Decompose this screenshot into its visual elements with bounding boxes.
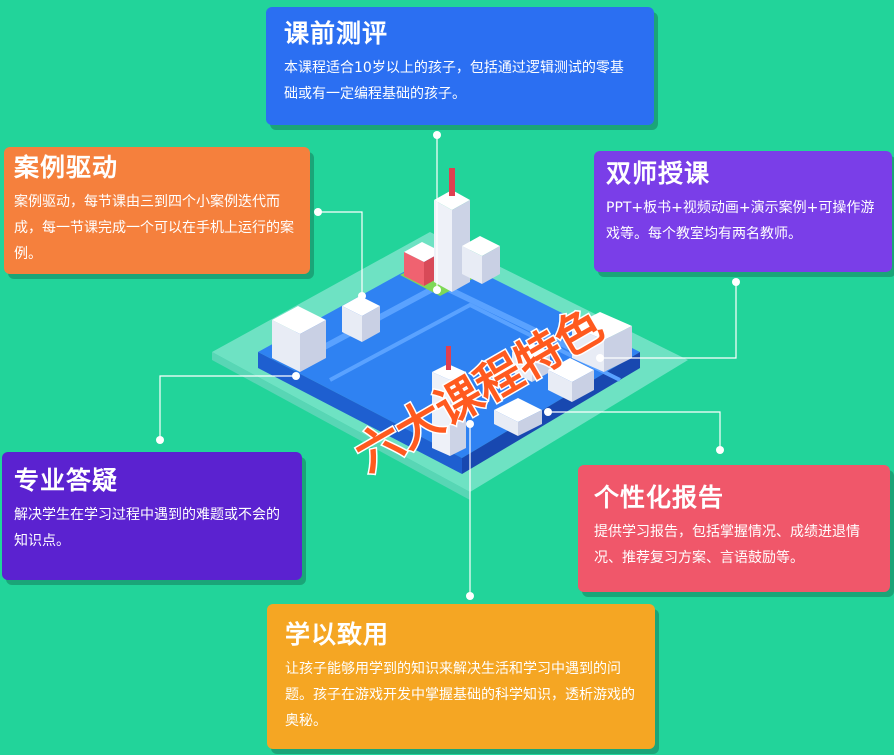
blue-base-left-side — [258, 352, 462, 474]
tower-antenna — [446, 346, 451, 370]
building-side — [462, 246, 482, 284]
building-top — [272, 306, 326, 334]
building-side — [572, 326, 604, 372]
card-desc: 本课程适合10岁以上的孩子，包括通过逻辑测试的零基础或有一定编程基础的孩子。 — [284, 60, 624, 102]
building-top — [462, 236, 500, 256]
card-desc: 让孩子能够用学到的知识来解决生活和学习中遇到的问题。孩子在游戏开发中掌握基础的科… — [285, 661, 635, 729]
card-desc: 案例驱动，每节课由三到四个小案例迭代而成，每一节课完成一个可以在手机上运行的案例… — [14, 194, 294, 262]
building-top — [572, 312, 632, 340]
card-qa: 专业答疑 解决学生在学习过程中遇到的难题或不会的知识点。 — [2, 452, 302, 580]
card-title: 课前测评 — [284, 19, 389, 48]
building-side — [404, 252, 424, 286]
card-title: 案例驱动 — [14, 153, 119, 182]
card-apply: 学以致用 让孩子能够用学到的知识来解决生活和学习中遇到的问题。孩子在游戏开发中掌… — [267, 604, 655, 749]
card-pre-assessment: 课前测评 本课程适合10岁以上的孩子，包括通过逻辑测试的零基础或有一定编程基础的… — [266, 7, 654, 125]
building-side — [272, 320, 300, 372]
building-top — [548, 358, 594, 382]
building-side — [362, 306, 380, 342]
tower-side — [450, 372, 466, 456]
building-side — [342, 306, 362, 342]
road — [329, 302, 621, 382]
building-side — [532, 352, 550, 382]
card-title: 双师授课 — [606, 159, 711, 188]
building-side — [604, 326, 632, 372]
tower-side — [434, 200, 452, 292]
card-title: 专业答疑 — [14, 466, 119, 495]
building-side — [494, 410, 518, 436]
card-desc: 解决学生在学习过程中遇到的难题或不会的知识点。 — [14, 507, 280, 549]
tower-top — [432, 364, 466, 380]
connector-lines — [159, 135, 737, 596]
building-top — [342, 296, 380, 316]
card-title: 学以致用 — [285, 620, 390, 649]
building-top — [512, 342, 550, 362]
card-dual-teacher: 双师授课 PPT+板书+视频动画+演示案例+可操作游戏等。每个教室均有两名教师。 — [594, 151, 892, 272]
building-top — [404, 242, 442, 262]
glass-platform-edge — [212, 352, 470, 500]
connector-dots — [156, 131, 740, 600]
card-case-driven: 案例驱动 案例驱动，每节课由三到四个小案例迭代而成，每一节课完成一个可以在手机上… — [4, 147, 310, 274]
building-side — [572, 370, 594, 402]
card-desc: PPT+板书+视频动画+演示案例+可操作游戏等。每个教室均有两名教师。 — [606, 200, 875, 242]
building-side — [548, 370, 572, 402]
building-side — [300, 320, 326, 372]
tower-side — [432, 372, 450, 456]
card-title: 个性化报告 — [594, 483, 725, 512]
tower-antenna — [449, 168, 455, 196]
card-report: 个性化报告 提供学习报告，包括掌握情况、成绩进退情况、推荐复习方案、言语鼓励等。 — [578, 465, 890, 592]
building-side — [518, 410, 542, 436]
building-side — [482, 246, 500, 284]
building-side — [512, 352, 532, 382]
card-desc: 提供学习报告，包括掌握情况、成绩进退情况、推荐复习方案、言语鼓励等。 — [594, 524, 860, 566]
